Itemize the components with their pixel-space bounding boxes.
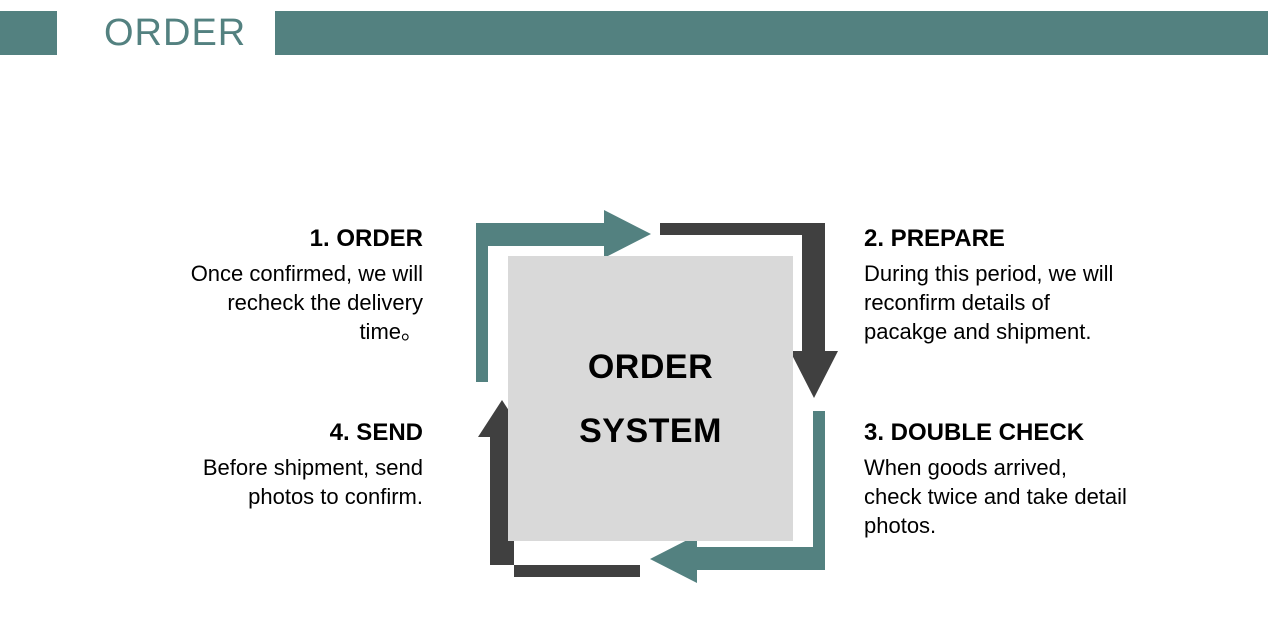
step-send: 4. SEND Before shipment, send photos to … [168,419,423,512]
header-accent-block-left [0,11,57,55]
step-double-check-title: 3. DOUBLE CHECK [864,419,1085,446]
step-prepare: 2. PREPARE During this period, we will r… [864,225,1124,346]
header-accent-block-right [275,11,1268,55]
center-box-line-1: ORDER [587,347,714,386]
step-order: 1. ORDER Once confirmed, we will recheck… [168,225,423,346]
page-title: ORDER [104,12,247,54]
step-send-title: 4. SEND [329,419,423,446]
arrow-prepare-to-doublecheck-icon [660,223,838,398]
step-double-check: 3. DOUBLE CHECK When goods arrived, chec… [864,419,1129,540]
center-box-line-2: SYSTEM [579,411,722,450]
center-system-box: ORDER SYSTEM [508,256,793,541]
page-header: ORDER [0,0,1273,66]
step-send-body: Before shipment, send photos to confirm. [202,455,423,509]
step-prepare-body: During this period, we will reconfirm de… [864,261,1114,344]
step-double-check-body: When goods arrived, check twice and take… [864,455,1127,538]
step-order-title: 1. ORDER [309,225,423,252]
arrow-order-to-prepare-icon [476,210,651,382]
step-order-body: Once confirmed, we will recheck the deli… [190,261,423,344]
step-prepare-title: 2. PREPARE [864,225,1005,252]
